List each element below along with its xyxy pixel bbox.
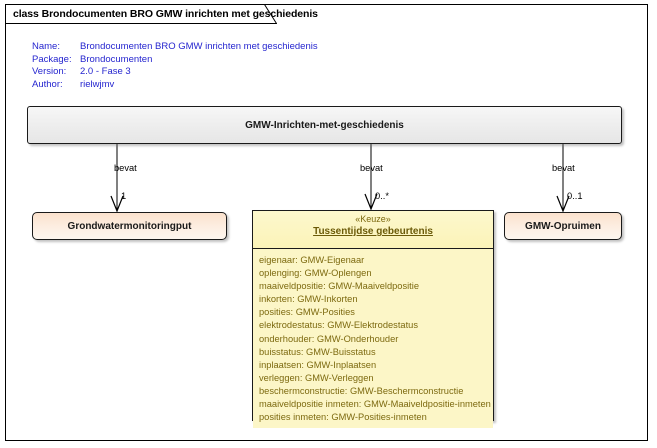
attribute-row: onderhouder: GMW-Onderhouder xyxy=(259,333,399,344)
class-header-compartment: «Keuze» Tussentijdse gebeurtenis xyxy=(253,211,493,249)
attribute-row: posities: GMW-Posities xyxy=(259,307,355,318)
meta-value-author: rielwjmv xyxy=(80,78,115,90)
attribute-row: maaiveldpositie inmeten: GMW-Maaiveldpos… xyxy=(259,399,491,410)
meta-key-package: Package: xyxy=(32,53,72,65)
meta-value-name: Brondocumenten BRO GMW inrichten met ges… xyxy=(80,41,318,52)
attribute-row: eigenaar: GMW-Eigenaar xyxy=(259,255,365,265)
attribute-row: buisstatus: GMW-Buisstatus xyxy=(259,346,376,357)
attribute-row: posities inmeten: GMW-Posities-inmeten xyxy=(259,412,427,423)
meta-value-version: 2.0 - Fase 3 xyxy=(80,66,131,78)
class-box-tussentijdse-gebeurtenis[interactable]: «Keuze» Tussentijdse gebeurtenis eigenaa… xyxy=(252,210,494,429)
attribute-row: verleggen: GMW-Verleggen xyxy=(259,372,374,383)
class-name-grondwatermonitoringput: Grondwatermonitoringput xyxy=(67,221,192,232)
class-box-gmw-inrichten-met-geschiedenis[interactable]: GMW-Inrichten-met-geschiedenis xyxy=(27,106,622,144)
attribute-row: inkorten: GMW-Inkorten xyxy=(259,294,358,305)
connector-multiplicity-left: 1 xyxy=(121,191,127,201)
class-name-tussentijdse-gebeurtenis: Tussentijdse gebeurtenis xyxy=(313,226,433,237)
meta-row-package: Package: Brondocumenten xyxy=(32,54,318,67)
meta-value-package: Brondocumenten xyxy=(80,53,153,65)
connector-multiplicity-center: 0..* xyxy=(375,191,389,201)
connector-label-left: bevat xyxy=(114,163,137,173)
diagram-frame-tab xyxy=(5,4,277,24)
attribute-row: inplaatsen: GMW-Inplaatsen xyxy=(259,359,377,370)
meta-key-author: Author: xyxy=(32,78,63,90)
class-box-gmw-opruimen[interactable]: GMW-Opruimen xyxy=(504,212,622,240)
connector-label-center: bevat xyxy=(360,163,383,173)
connector-label-right: bevat xyxy=(552,163,575,173)
connector-multiplicity-right: 0..1 xyxy=(567,191,583,201)
meta-row-author: Author: rielwjmv xyxy=(32,79,318,92)
meta-row-version: Version: 2.0 - Fase 3 xyxy=(32,66,318,79)
class-attributes-compartment: eigenaar: GMW-Eigenaar oplenging: GMW-Op… xyxy=(253,249,493,429)
diagram-metadata: Name: Brondocumenten BRO GMW inrichten m… xyxy=(32,41,318,91)
class-box-grondwatermonitoringput[interactable]: Grondwatermonitoringput xyxy=(32,212,227,240)
diagram-title: class Brondocumenten BRO GMW inrichten m… xyxy=(13,8,318,20)
class-name-gmw-opruimen: GMW-Opruimen xyxy=(525,221,601,232)
meta-key-version: Version: xyxy=(32,66,67,78)
attribute-row: maaiveldpositie: GMW-Maaiveldpositie xyxy=(259,281,420,292)
attribute-row: beschermconstructie: GMW-Beschermconstru… xyxy=(259,385,464,396)
frame-tab-shape xyxy=(5,4,277,24)
class-stereotype-keuze: «Keuze» xyxy=(355,214,391,224)
attribute-row: elektrodestatus: GMW-Elektrodestatus xyxy=(259,320,418,331)
meta-row-name: Name: Brondocumenten BRO GMW inrichten m… xyxy=(32,41,318,54)
attribute-row: oplenging: GMW-Oplengen xyxy=(259,268,372,279)
class-name-main: GMW-Inrichten-met-geschiedenis xyxy=(245,120,404,131)
meta-key-name: Name: xyxy=(32,41,60,52)
